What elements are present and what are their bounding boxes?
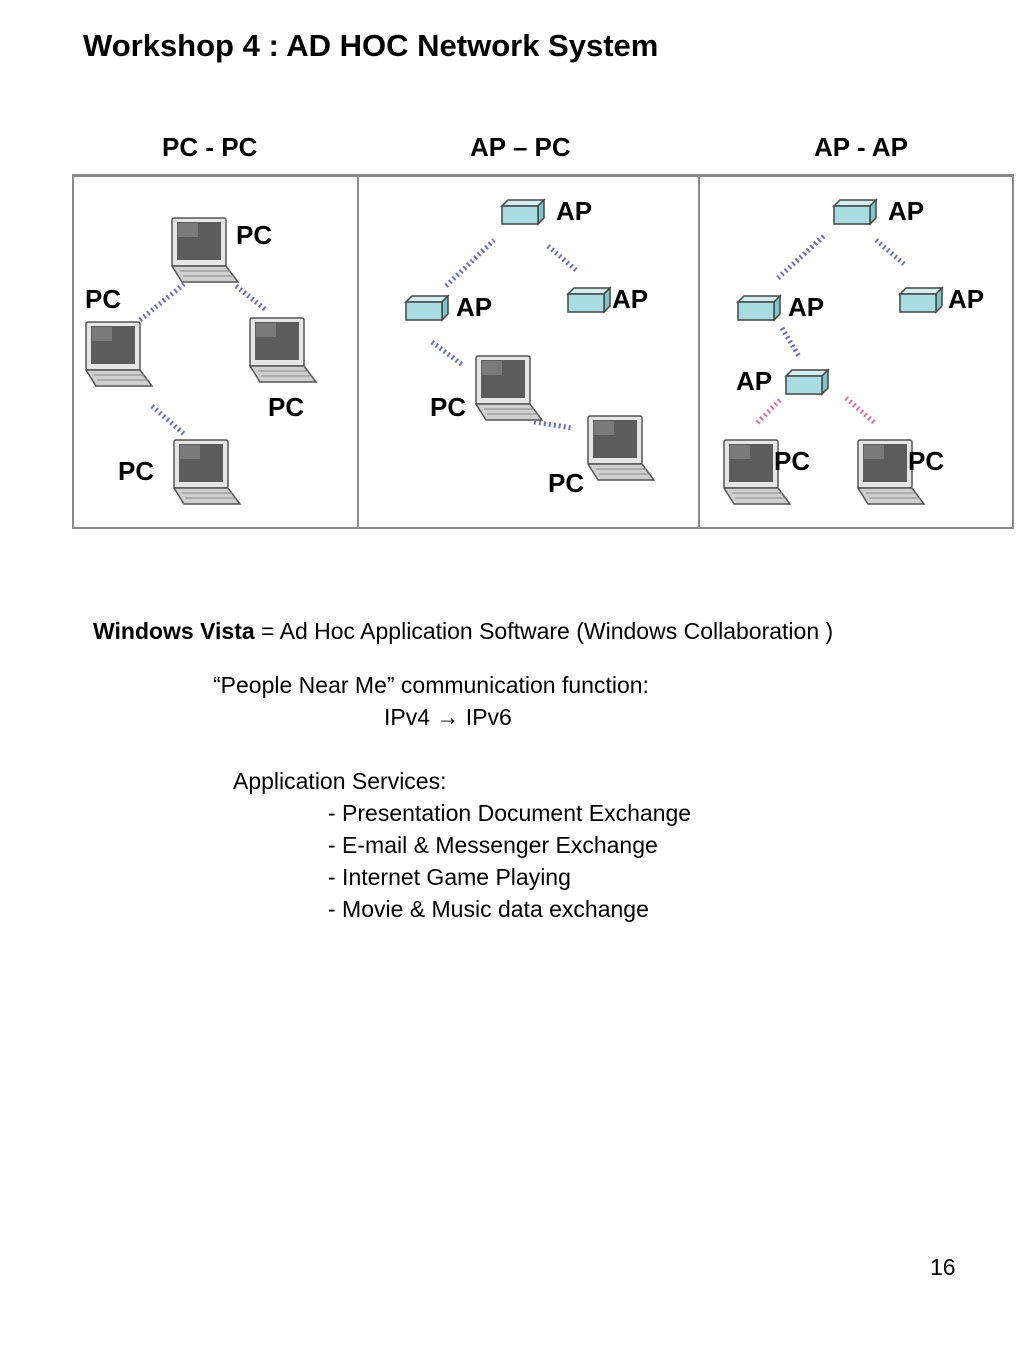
laptop-icon — [171, 217, 239, 283]
ap-label: AP — [736, 366, 773, 396]
access-point-icon — [833, 199, 877, 225]
pc-label: PC — [85, 284, 122, 314]
service-item: - Internet Game Playing — [328, 864, 571, 890]
access-point-icon — [737, 295, 781, 321]
service-item: - E-mail & Messenger Exchange — [328, 832, 658, 858]
ap-label: AP — [888, 196, 925, 226]
page-title: Workshop 4 : AD HOC Network System — [83, 28, 659, 63]
pc-label: PC — [236, 220, 273, 250]
laptop-icon — [249, 317, 317, 383]
column-heading-pc-pc: PC - PC — [162, 132, 258, 162]
panel-divider — [357, 177, 359, 527]
column-heading-ap-ap: AP - AP — [814, 132, 908, 162]
people-near-me-text: “People Near Me” communication function: — [213, 672, 649, 698]
pc-label: PC — [548, 468, 585, 498]
ap-label: AP — [788, 292, 825, 322]
service-item: - Movie & Music data exchange — [328, 896, 649, 922]
pc-label: PC — [118, 456, 155, 486]
vista-description: = Ad Hoc Application Software (Windows C… — [254, 618, 834, 644]
wireless-wave-icon — [138, 282, 268, 436]
wireless-wave-icon — [754, 232, 906, 426]
access-point-icon — [785, 369, 829, 395]
app-services-heading: Application Services: — [233, 768, 447, 794]
pc-label: PC — [774, 446, 811, 476]
ap-label: AP — [556, 196, 593, 226]
ipv-text: IPv4 → IPv6 — [384, 704, 512, 730]
access-point-icon — [405, 295, 449, 321]
laptop-icon — [173, 439, 241, 505]
pc-label: PC — [268, 392, 305, 422]
laptop-icon — [587, 415, 655, 481]
laptop-icon — [85, 321, 153, 387]
laptop-icon — [475, 355, 543, 421]
column-heading-ap-pc: AP – PC — [470, 132, 571, 162]
service-item: - Presentation Document Exchange — [328, 800, 692, 826]
page-number: 16 — [930, 1254, 956, 1280]
wireless-wave-icon — [430, 238, 578, 431]
vista-label: Windows Vista — [93, 618, 255, 644]
panel-divider — [698, 177, 700, 527]
access-point-icon — [899, 287, 943, 313]
pc-label: PC — [430, 392, 467, 422]
vista-line: Windows Vista = Ad Hoc Application Softw… — [93, 618, 833, 645]
ap-label: AP — [456, 292, 493, 322]
network-diagram — [85, 199, 943, 505]
ap-label: AP — [612, 284, 649, 314]
access-point-icon — [567, 287, 611, 313]
network-diagram-panels — [72, 174, 1014, 529]
pc-label: PC — [908, 446, 945, 476]
access-point-icon — [501, 199, 545, 225]
ap-label: AP — [948, 284, 985, 314]
